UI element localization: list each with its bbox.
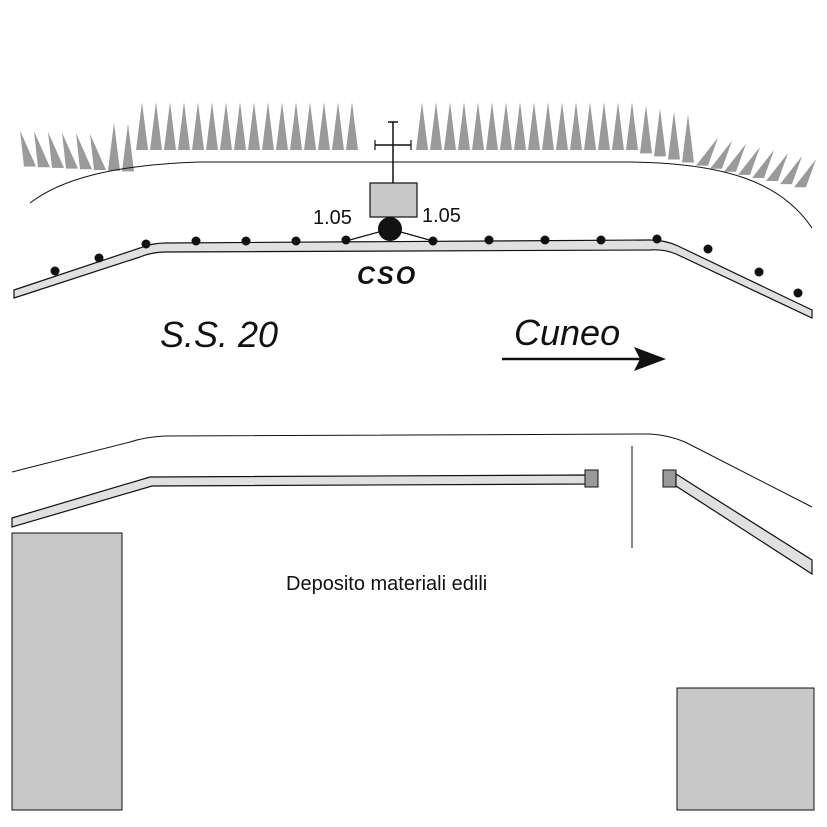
instrument-box (369, 182, 418, 218)
guardrail-post (50, 266, 60, 276)
offset-left-label: 1.05 (313, 207, 352, 229)
lower-left-guardrail (11, 474, 589, 528)
guardrail-post (754, 267, 764, 277)
station-marker (345, 217, 434, 242)
upper-guardrail (13, 239, 813, 319)
area-label: Deposito materiali edili (286, 573, 487, 595)
lower-right-guardrail (675, 472, 813, 576)
lower-road-edge (11, 433, 813, 508)
guardrail-end-left (584, 469, 599, 488)
guardrail-post (241, 236, 251, 246)
guardrail-post (191, 236, 201, 246)
building-right (676, 687, 815, 811)
guardrail-post (94, 253, 104, 263)
station-code-label: CSO (357, 262, 417, 290)
offset-right-label: 1.05 (422, 205, 461, 227)
guardrail-post (652, 234, 662, 244)
sign-cross-icon (374, 121, 412, 183)
guardrail-end-right (662, 469, 677, 488)
direction-arrow-icon (502, 347, 666, 371)
upper-road-edge (29, 161, 813, 229)
direction-label: Cuneo (514, 312, 620, 353)
guardrail-post (596, 235, 606, 245)
guardrail-post (341, 235, 351, 245)
guardrail-post (141, 239, 151, 249)
guardrail-post (540, 235, 550, 245)
guardrail-post (703, 244, 713, 254)
guardrail-post (793, 288, 803, 298)
guardrail-posts (50, 234, 803, 298)
guardrail-post (484, 235, 494, 245)
vegetation-hatch (20, 102, 816, 188)
guardrail-post (291, 236, 301, 246)
building-left (11, 532, 123, 811)
road-name-label: S.S. 20 (160, 314, 278, 355)
